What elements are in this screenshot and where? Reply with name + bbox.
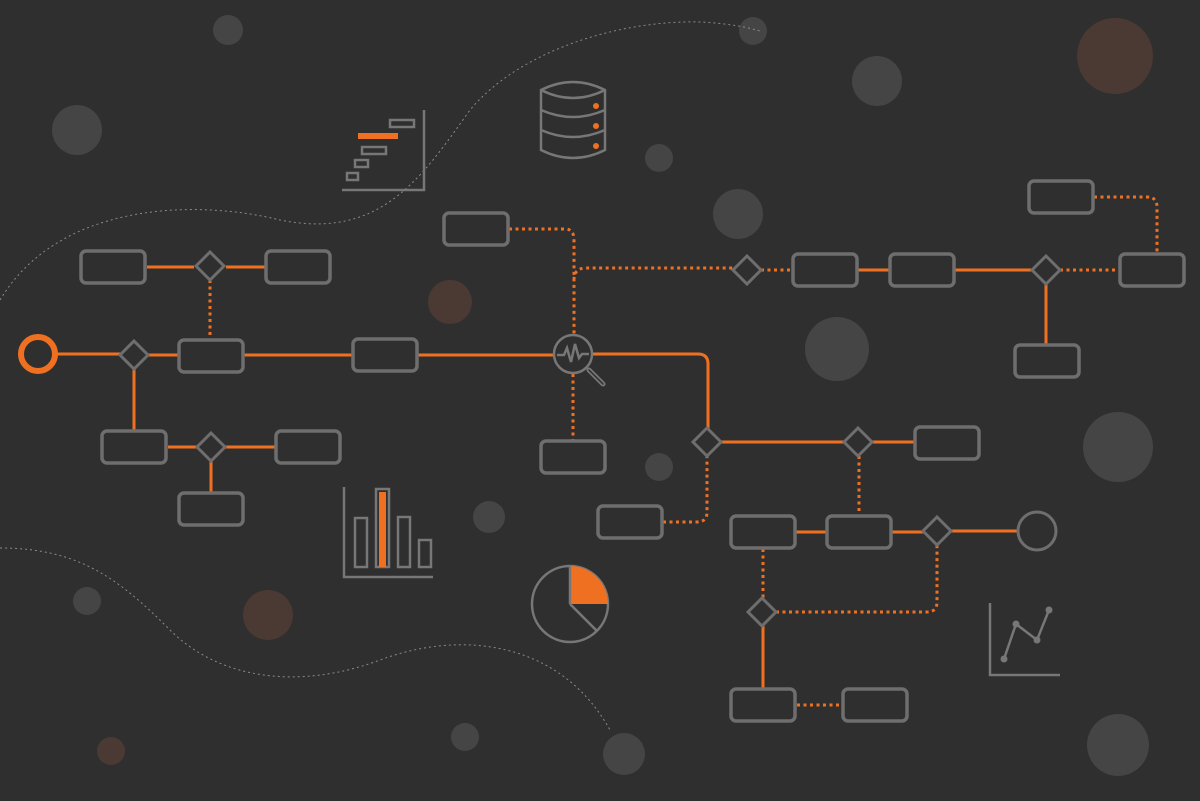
process-node [596,504,664,540]
process-node [177,491,245,527]
background-bubble [1077,18,1153,94]
process-node [264,249,332,285]
background-bubble [805,317,869,381]
decision-node [745,595,779,629]
background-bubble [739,17,767,45]
process-node [79,249,147,285]
process-node [1013,343,1081,379]
process-node [351,337,419,373]
process-nodes [79,179,1186,723]
process-node [729,514,797,550]
background-bubble [713,189,763,239]
background-bubble [852,56,902,106]
bar-chart-icon [342,487,433,579]
background-bubble [1087,714,1149,776]
process-node [888,252,956,288]
background-bubble [1083,412,1153,482]
decision-node [117,338,151,372]
decision-node [841,425,875,459]
magnifier-waveform-icon [552,333,606,387]
gantt-chart-icon [342,110,426,192]
process-node [100,429,168,465]
background-bubble [451,723,479,751]
background-bubble [213,15,243,45]
decision-node [194,430,228,464]
process-node [274,429,342,465]
background-bubble [645,453,673,481]
background-bubble [52,105,102,155]
pie-chart-icon [530,564,610,644]
background-bubble [473,501,505,533]
background-bubble [428,280,472,324]
background-bubble [97,737,125,765]
process-node [841,687,909,723]
decision-node [730,253,764,287]
decision-node [690,425,724,459]
process-node [729,687,797,723]
database-icon [539,80,607,160]
decision-nodes [117,249,1063,629]
process-node [913,425,981,461]
decision-node [193,249,227,283]
line-chart-icon [988,603,1060,677]
process-node [1118,252,1186,288]
process-node [1027,179,1095,215]
decision-node [920,514,954,548]
process-node [177,338,245,374]
end-node [1016,510,1058,552]
start-node [18,334,58,374]
background-bubbles [52,15,1153,776]
process-node [825,514,893,550]
background-bubble [73,587,101,615]
background-bubble [603,733,645,775]
dashed-curve-bottom [0,547,611,731]
process-node [442,211,510,247]
background-bubble [243,590,293,640]
decision-node [1029,253,1063,287]
background-bubble [645,144,673,172]
connectors [57,195,1159,707]
process-node [539,439,607,475]
process-node [791,252,859,288]
